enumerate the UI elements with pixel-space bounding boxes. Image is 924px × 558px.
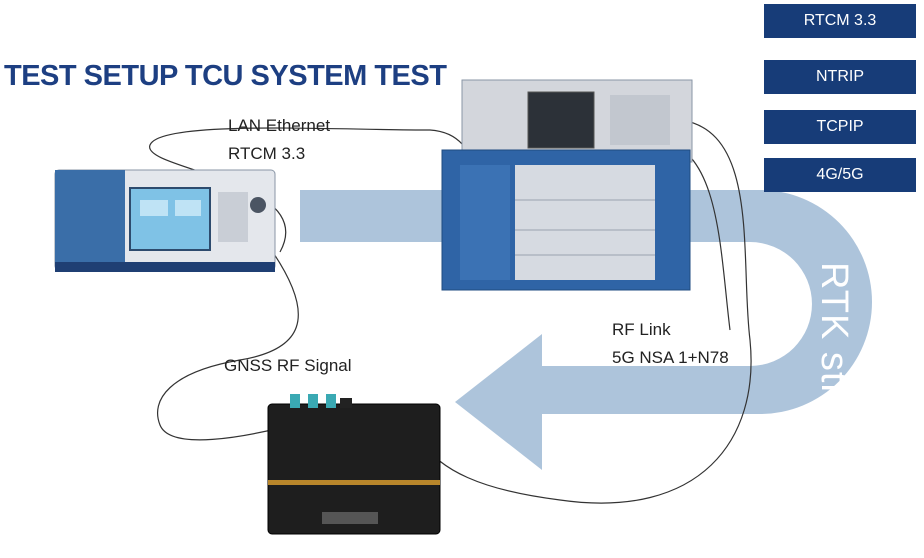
rf-cable bbox=[419, 119, 752, 504]
tag-rtcm: RTCM 3.3 bbox=[764, 4, 916, 38]
tag-ntrip: NTRIP bbox=[764, 60, 916, 94]
test-system-rack bbox=[441, 79, 693, 291]
tag-4g5g: 4G/5G bbox=[764, 158, 916, 192]
rf-label-line2: 5G NSA 1+N78 bbox=[612, 348, 729, 367]
gnss-cable bbox=[156, 247, 311, 441]
rf-label-line1: RF Link bbox=[612, 320, 671, 339]
signal-generator bbox=[54, 169, 276, 272]
rtk-stream-label: RTK strea bbox=[813, 262, 855, 442]
rtk-stream-arrow bbox=[300, 190, 872, 470]
lan-label-line1: LAN Ethernet bbox=[228, 116, 331, 135]
gnss-label: GNSS RF Signal bbox=[224, 356, 352, 375]
tag-tcpip: TCPIP bbox=[764, 110, 916, 144]
tcu-device bbox=[267, 394, 441, 535]
page-title: TEST SETUP TCU SYSTEM TEST bbox=[4, 60, 447, 92]
lan-label-line2: RTCM 3.3 bbox=[228, 144, 306, 163]
